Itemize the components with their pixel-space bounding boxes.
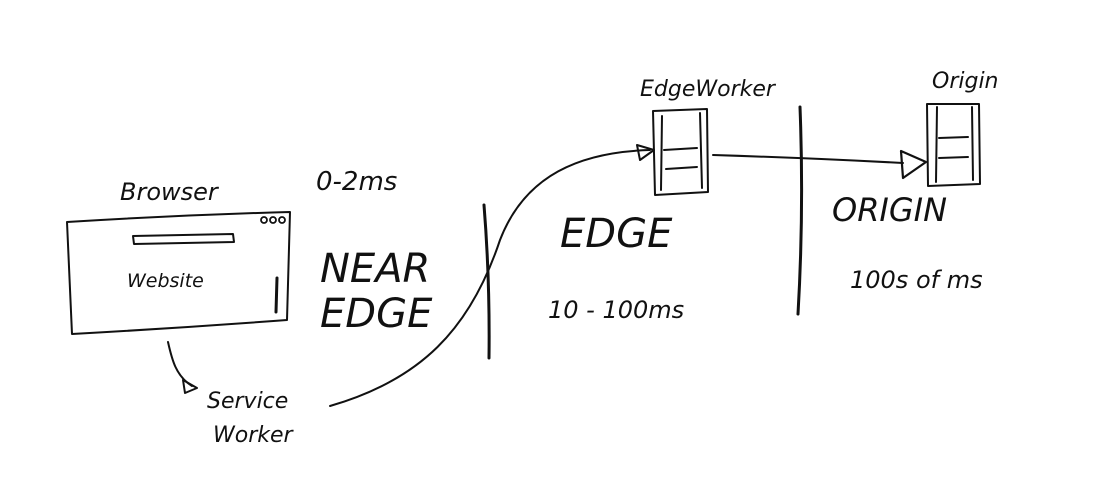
server-icon [926, 103, 981, 187]
browser-window [66, 211, 291, 335]
window-dots-icon [260, 216, 286, 224]
origin-latency: 100s of ms [850, 266, 983, 294]
near-edge-title-line2: EDGE [320, 291, 433, 337]
scrollbar [274, 276, 279, 314]
edge-title: EDGE [560, 211, 673, 257]
near-edge-latency: 0-2ms [316, 167, 397, 197]
divider-near-edge-edge [482, 203, 491, 360]
edgeworker-label: EdgeWorker [640, 77, 777, 102]
near-edge-title-line1: NEAR [320, 246, 430, 292]
divider-edge-origin [796, 105, 804, 316]
server-icon [652, 108, 709, 196]
origin-label: Origin [932, 69, 999, 94]
edge-latency: 10 - 100ms [548, 296, 684, 324]
edgeworker-to-origin-arrow [712, 149, 928, 180]
service-worker-label-line1: Service [207, 389, 288, 414]
website-label: Website [127, 270, 204, 292]
address-bar [132, 233, 235, 245]
browser-to-service-worker-arrow [167, 341, 198, 394]
origin-title: ORIGIN [832, 191, 947, 229]
service-worker-to-edgeworker-arrow [329, 144, 655, 407]
service-worker-label-line2: Worker [213, 423, 295, 448]
browser-label: Browser [120, 178, 220, 206]
